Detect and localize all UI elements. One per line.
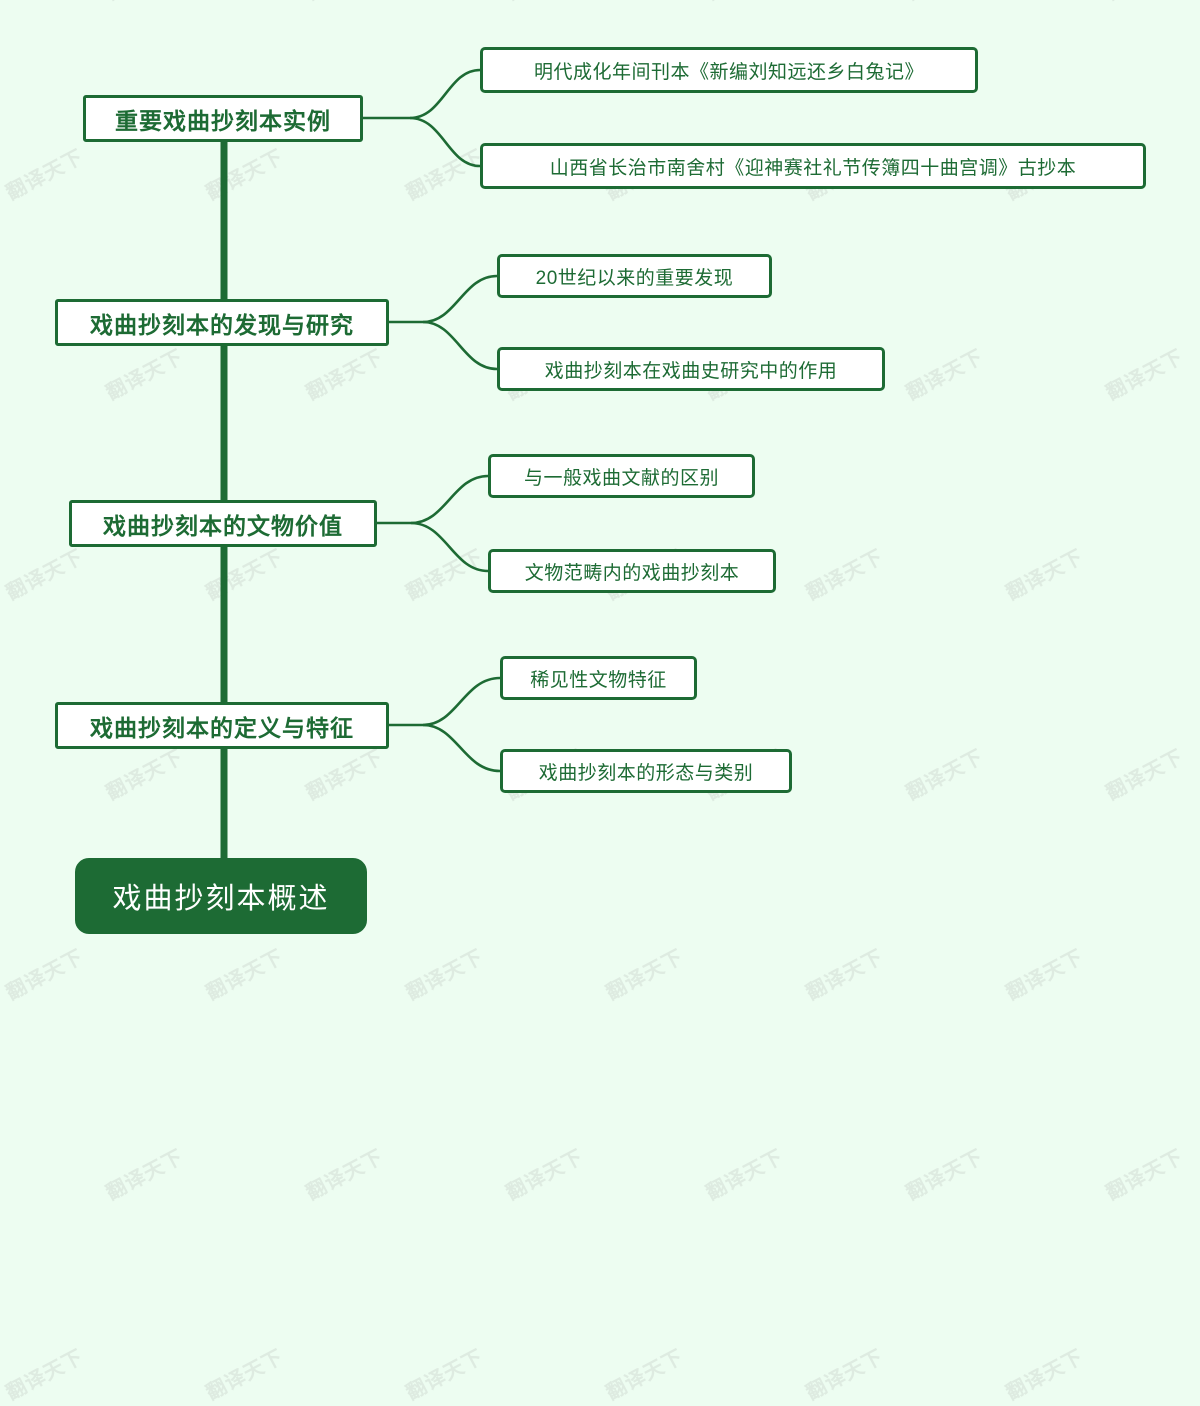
watermark-text: 翻译天下 bbox=[1001, 944, 1088, 1005]
branch-node-3-label: 戏曲抄刻本的文物价值 bbox=[103, 512, 343, 539]
branch-node-1-label: 重要戏曲抄刻本实例 bbox=[115, 107, 331, 134]
leaf-node-1-1-label: 明代成化年间刊本《新编刘知远还乡白兔记》 bbox=[533, 61, 924, 83]
watermark-text: 翻译天下 bbox=[801, 1344, 888, 1405]
leaf-node-2-2[interactable]: 戏曲抄刻本在戏曲史研究中的作用 bbox=[497, 347, 885, 391]
connector-branch3-child1 bbox=[410, 474, 489, 525]
watermark-text: 翻译天下 bbox=[901, 344, 988, 405]
watermark-text: 翻译天下 bbox=[1100, 0, 1188, 6]
watermark-text: 翻译天下 bbox=[201, 944, 288, 1005]
watermark-text: 翻译天下 bbox=[1, 944, 88, 1005]
leaf-node-2-2-label: 戏曲抄刻本在戏曲史研究中的作用 bbox=[544, 360, 838, 382]
watermark-text: 翻译天下 bbox=[601, 944, 688, 1005]
watermark-text: 翻译天下 bbox=[1101, 744, 1188, 805]
leaf-node-2-1-label: 20世纪以来的重要发现 bbox=[535, 267, 734, 289]
watermark-text: 翻译天下 bbox=[300, 0, 388, 6]
watermark-text: 翻译天下 bbox=[801, 544, 888, 605]
watermark-text: 翻译天下 bbox=[801, 944, 888, 1005]
leaf-node-3-2[interactable]: 文物范畴内的戏曲抄刻本 bbox=[488, 549, 776, 593]
watermark-text: 翻译天下 bbox=[1, 1344, 88, 1405]
watermark-text: 翻译天下 bbox=[301, 744, 388, 805]
leaf-node-3-2-label: 文物范畴内的戏曲抄刻本 bbox=[524, 562, 740, 584]
leaf-node-2-1[interactable]: 20世纪以来的重要发现 bbox=[497, 254, 772, 298]
watermark-text: 翻译天下 bbox=[1101, 1144, 1188, 1205]
watermark-text: 翻译天下 bbox=[101, 1144, 188, 1205]
branch-node-2-label: 戏曲抄刻本的发现与研究 bbox=[90, 311, 354, 338]
connector-branch2-child2 bbox=[422, 320, 498, 371]
connector-branch4-child2 bbox=[422, 723, 501, 773]
connector-branch1-child1 bbox=[409, 68, 481, 120]
watermark-text: 翻译天下 bbox=[301, 1144, 388, 1205]
watermark-text: 翻译天下 bbox=[501, 1144, 588, 1205]
leaf-node-3-1-label: 与一般戏曲文献的区别 bbox=[523, 467, 719, 489]
branch-node-1[interactable]: 重要戏曲抄刻本实例 bbox=[83, 95, 363, 142]
leaf-node-4-1[interactable]: 稀见性文物特征 bbox=[500, 656, 697, 700]
connector-branch2-child1 bbox=[422, 274, 498, 324]
connector-branch1-child2 bbox=[409, 116, 481, 168]
watermark-text: 翻译天下 bbox=[1001, 1344, 1088, 1405]
leaf-node-3-1[interactable]: 与一般戏曲文献的区别 bbox=[488, 454, 755, 498]
watermark-text: 翻译天下 bbox=[401, 144, 488, 205]
leaf-node-4-1-label: 稀见性文物特征 bbox=[530, 669, 667, 691]
branch-node-3[interactable]: 戏曲抄刻本的文物价值 bbox=[69, 500, 377, 547]
branch-node-4-label: 戏曲抄刻本的定义与特征 bbox=[90, 714, 354, 741]
leaf-node-1-2[interactable]: 山西省长治市南舍村《迎神赛社礼节传簿四十曲宫调》古抄本 bbox=[480, 143, 1146, 189]
watermark-text: 翻译天下 bbox=[500, 0, 588, 6]
watermark-text: 翻译天下 bbox=[101, 344, 188, 405]
connector-branch3-child2 bbox=[410, 521, 489, 573]
watermark-text: 翻译天下 bbox=[1001, 544, 1088, 605]
watermark-text: 翻译天下 bbox=[101, 744, 188, 805]
leaf-node-4-2-label: 戏曲抄刻本的形态与类别 bbox=[538, 762, 754, 784]
branch-node-4[interactable]: 戏曲抄刻本的定义与特征 bbox=[55, 702, 389, 749]
watermark-text: 翻译天下 bbox=[201, 144, 288, 205]
watermark-text: 翻译天下 bbox=[901, 1144, 988, 1205]
watermark-text: 翻译天下 bbox=[601, 1344, 688, 1405]
watermark-text: 翻译天下 bbox=[201, 1344, 288, 1405]
watermark-text: 翻译天下 bbox=[301, 344, 388, 405]
root-node-label: 戏曲抄刻本概述 bbox=[112, 883, 330, 915]
leaf-node-1-1[interactable]: 明代成化年间刊本《新编刘知远还乡白兔记》 bbox=[480, 47, 978, 93]
watermark-text: 翻译天下 bbox=[1, 144, 88, 205]
watermark-text: 翻译天下 bbox=[401, 1344, 488, 1405]
watermark-text: 翻译天下 bbox=[1, 544, 88, 605]
watermark-text: 翻译天下 bbox=[900, 0, 988, 6]
leaf-node-1-2-label: 山西省长治市南舍村《迎神赛社礼节传簿四十曲宫调》古抄本 bbox=[549, 157, 1077, 179]
watermark-text: 翻译天下 bbox=[700, 0, 788, 6]
branch-node-2[interactable]: 戏曲抄刻本的发现与研究 bbox=[55, 299, 389, 346]
watermark-text: 翻译天下 bbox=[401, 944, 488, 1005]
leaf-node-4-2[interactable]: 戏曲抄刻本的形态与类别 bbox=[500, 749, 792, 793]
connector-branch4-child1 bbox=[422, 676, 501, 727]
root-node[interactable]: 戏曲抄刻本概述 bbox=[75, 858, 367, 934]
watermark-text: 翻译天下 bbox=[901, 744, 988, 805]
watermark-text: 翻译天下 bbox=[1101, 344, 1188, 405]
watermark-text: 翻译天下 bbox=[100, 0, 188, 6]
watermark-text: 翻译天下 bbox=[701, 1144, 788, 1205]
watermark-text: 翻译天下 bbox=[401, 544, 488, 605]
watermark-text: 翻译天下 bbox=[201, 544, 288, 605]
